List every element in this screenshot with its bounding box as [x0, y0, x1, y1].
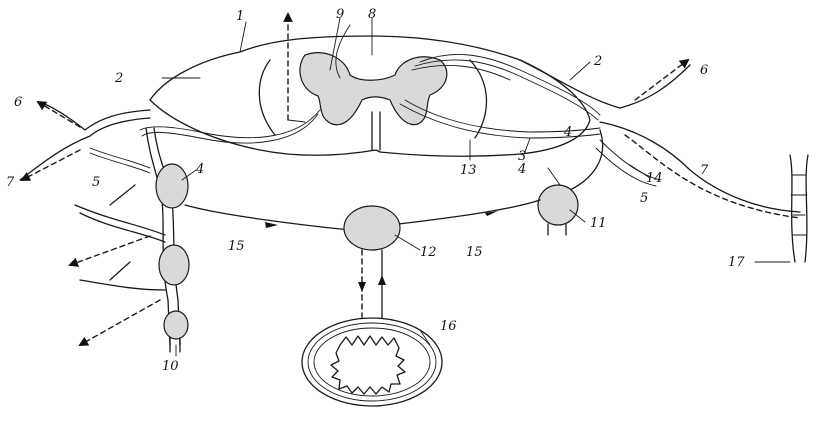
- right-spinal-nerve: [519, 58, 801, 219]
- left-visceral-branches: [68, 184, 166, 346]
- ganglion-10: [163, 310, 189, 340]
- prevertebral-ganglion: [184, 199, 541, 251]
- labels: 1 2 2 3 4 4 4 5 5 6 6 7 7 8 9 10 11 12 1…: [6, 7, 745, 374]
- ganglion-4-left: [155, 163, 189, 209]
- intestine-cross-section: [301, 317, 443, 407]
- label-12: 12: [420, 245, 437, 260]
- spinal-cord: [149, 35, 591, 157]
- label-8: 8: [368, 7, 376, 22]
- label-3: 3: [518, 149, 526, 164]
- label-7-left: 7: [6, 175, 15, 190]
- label-6-right: 6: [700, 63, 708, 78]
- ganglion-left-middle: [158, 244, 190, 286]
- label-9: 9: [336, 7, 344, 22]
- label-15-right: 15: [466, 245, 483, 260]
- label-11: 11: [590, 216, 607, 231]
- ganglion-12: [343, 205, 401, 251]
- label-4-upper: 4: [563, 125, 572, 140]
- ganglion-11: [537, 184, 579, 226]
- label-5-right: 5: [640, 191, 648, 206]
- label-2-left: 2: [114, 71, 123, 86]
- label-2-right: 2: [593, 54, 602, 69]
- left-sympathetic-trunk: [145, 127, 190, 353]
- label-4-left: 4: [195, 162, 204, 177]
- label-4-right: 4: [517, 162, 526, 177]
- label-14: 14: [646, 171, 663, 186]
- label-17: 17: [728, 255, 745, 270]
- label-16: 16: [440, 319, 457, 334]
- label-13: 13: [460, 163, 477, 178]
- leader-lines: [161, 17, 791, 357]
- label-15-left: 15: [228, 239, 245, 254]
- label-6-left: 6: [14, 95, 22, 110]
- label-10: 10: [162, 359, 179, 374]
- label-5-left: 5: [92, 175, 100, 190]
- label-7-right: 7: [700, 163, 709, 178]
- label-1: 1: [236, 9, 244, 24]
- effector-organ: [789, 154, 809, 263]
- intraspinal-fibers: [139, 24, 601, 144]
- left-spinal-nerve: [19, 100, 151, 181]
